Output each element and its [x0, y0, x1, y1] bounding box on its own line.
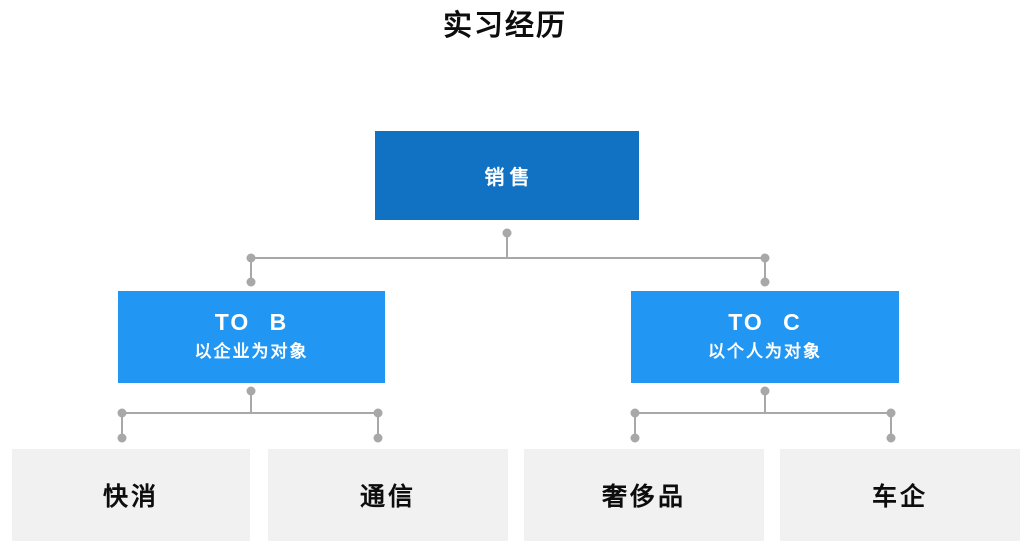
leaf-auto-label: 车企	[871, 483, 928, 511]
node-to-c: TO C 以个人为对象	[631, 291, 899, 383]
node-to-b-label: TO B	[214, 308, 289, 335]
leaf-fmcg-label: 快消	[102, 483, 159, 511]
connector-dot	[246, 277, 256, 287]
leaf-telecom: 通信	[268, 449, 508, 541]
connector-dot	[246, 253, 256, 263]
connector-dot	[373, 408, 383, 418]
connector-dot	[117, 408, 127, 418]
connector-dot	[760, 277, 770, 287]
connector-dot	[630, 408, 640, 418]
page-title: 实习经历	[442, 10, 568, 42]
node-to-b: TO B 以企业为对象	[118, 291, 385, 383]
leaf-auto: 车企	[780, 449, 1020, 541]
leaf-luxury-label: 奢侈品	[601, 483, 686, 511]
connector-dot	[760, 386, 770, 396]
leaf-telecom-label: 通信	[359, 483, 416, 511]
connector-dot	[886, 433, 896, 443]
node-sales-label: 销售	[484, 167, 535, 189]
connector-dot	[886, 408, 896, 418]
connector-dot	[502, 228, 512, 238]
connector-dot	[760, 253, 770, 263]
leaf-luxury: 奢侈品	[524, 449, 764, 541]
connector-dot	[630, 433, 640, 443]
connector-dot	[373, 433, 383, 443]
node-to-c-label: TO C	[728, 308, 802, 335]
node-to-c-sublabel: 以个人为对象	[708, 341, 822, 361]
connector-dot	[246, 386, 256, 396]
connector-dot	[117, 433, 127, 443]
node-sales: 销售	[375, 131, 639, 220]
leaf-fmcg: 快消	[12, 449, 250, 541]
node-to-b-sublabel: 以企业为对象	[194, 341, 309, 361]
